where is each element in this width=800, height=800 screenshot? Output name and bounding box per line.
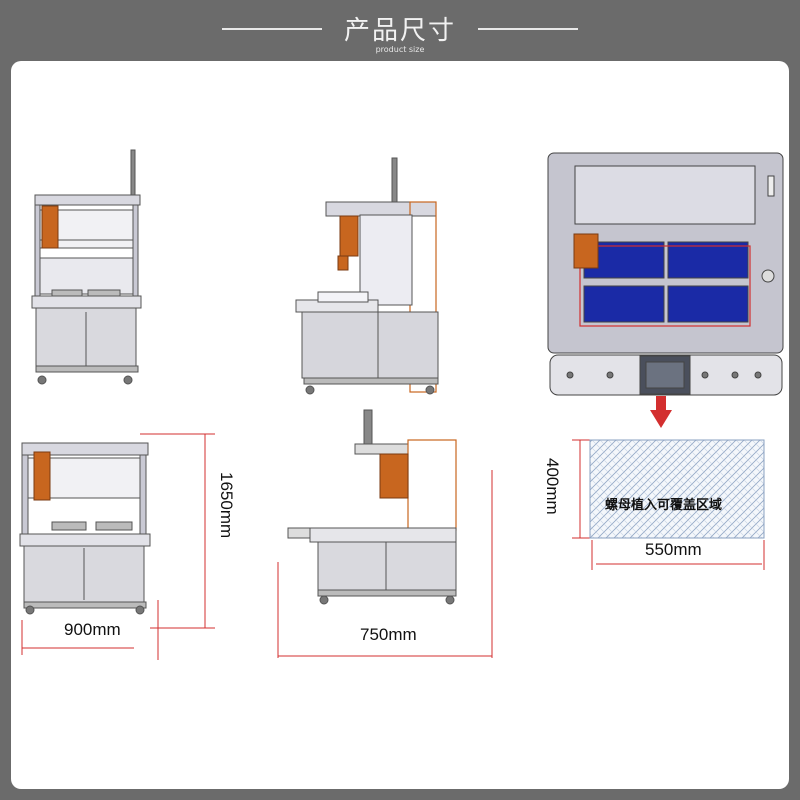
front-view-dimensioned <box>19 442 151 615</box>
header: 产品尺寸 product size <box>0 0 800 60</box>
coverage-region <box>589 439 765 539</box>
page-title: 产品尺寸 <box>343 16 456 46</box>
side-view-machine <box>295 157 439 395</box>
coverage-region-label: 螺母植入可覆盖区域 <box>605 498 723 513</box>
top-view-machine <box>547 152 784 396</box>
region-height-label: 400mm <box>543 458 562 515</box>
header-divider-right <box>478 28 578 30</box>
region-width-label: 550mm <box>645 540 702 559</box>
width-dimension-label: 900mm <box>64 620 121 639</box>
depth-dimension-label: 750mm <box>360 625 417 644</box>
page-subtitle: product size <box>375 45 425 54</box>
height-dimension-label: 1650mm <box>217 472 236 539</box>
red-arrow-icon <box>650 396 672 428</box>
front-view-machine <box>31 149 142 385</box>
header-divider-left <box>222 28 322 30</box>
side-view-dimensioned <box>287 409 457 605</box>
